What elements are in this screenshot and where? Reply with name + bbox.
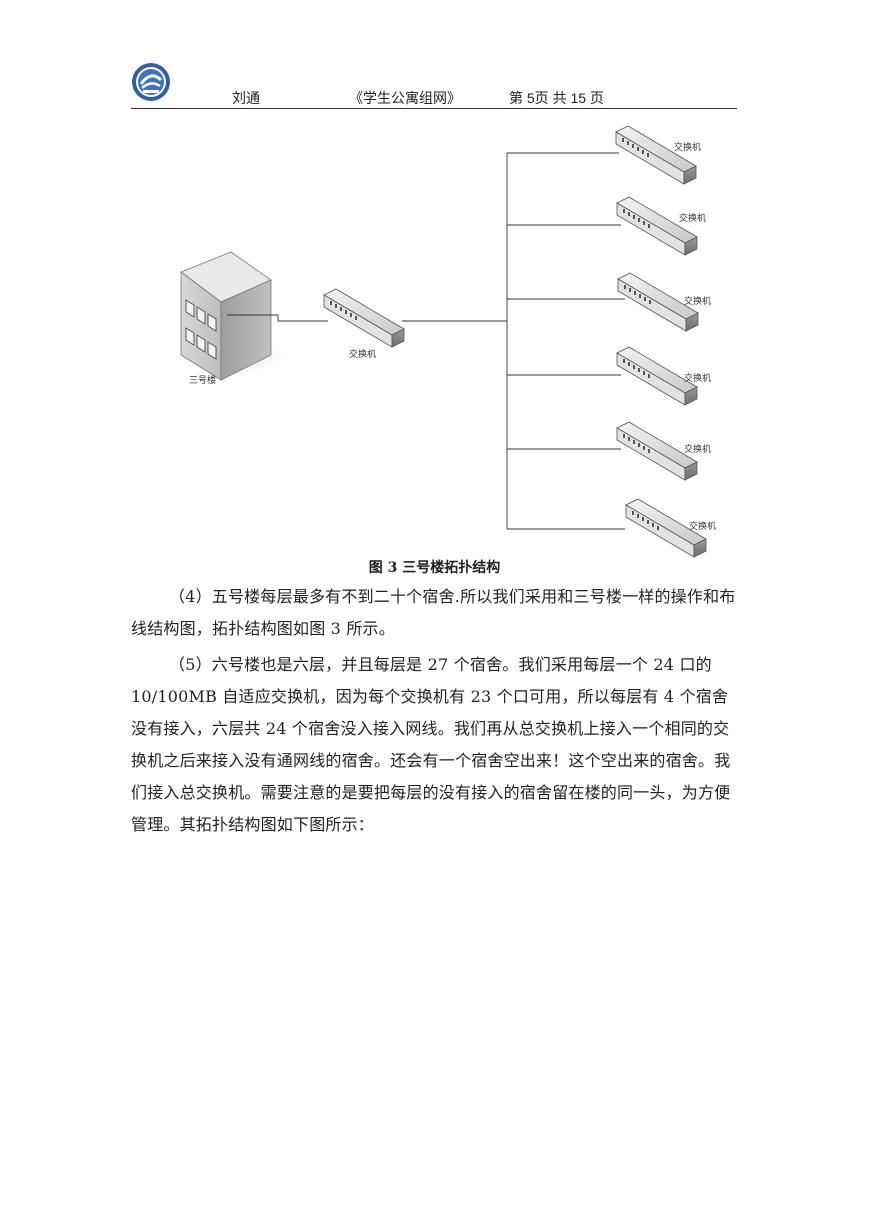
header-page-number: 第 5页 共 15 页	[509, 90, 604, 106]
switch-icon	[615, 125, 697, 185]
main-switch-icon	[323, 288, 405, 348]
switch-label: 交换机	[684, 295, 711, 307]
page-header: 刘通 《学生公寓组网》 第 5页 共 15 页	[131, 62, 737, 109]
switch-icon	[616, 196, 698, 256]
header-title: 《学生公寓组网》	[349, 91, 461, 107]
switch-label: 交换机	[689, 520, 716, 532]
paragraph-5: （5）六号楼也是六层，并且每层是 27 个宿舍。我们采用每层一个 24 口的 1…	[131, 655, 731, 834]
paragraph-4: （4）五号楼每层最多有不到二十个宿舍.所以我们采用和三号楼一样的操作和布线结构图…	[131, 587, 736, 638]
switch-label: 交换机	[679, 212, 706, 224]
building-label: 三号楼	[189, 374, 216, 386]
switch-label: 交换机	[684, 443, 711, 455]
main-switch-label: 交换机	[349, 348, 376, 360]
building-icon	[180, 251, 291, 381]
switch-label: 交换机	[684, 372, 711, 384]
header-author: 刘通	[232, 91, 260, 107]
figure-caption: 图 3 三号楼拓扑结构	[368, 560, 501, 576]
university-logo-icon	[132, 63, 170, 101]
topology-diagram: 三号楼 交换机 交换机 交换机 交换机 交换机 交换机 交换机	[180, 125, 716, 558]
switch-label: 交换机	[674, 141, 701, 153]
